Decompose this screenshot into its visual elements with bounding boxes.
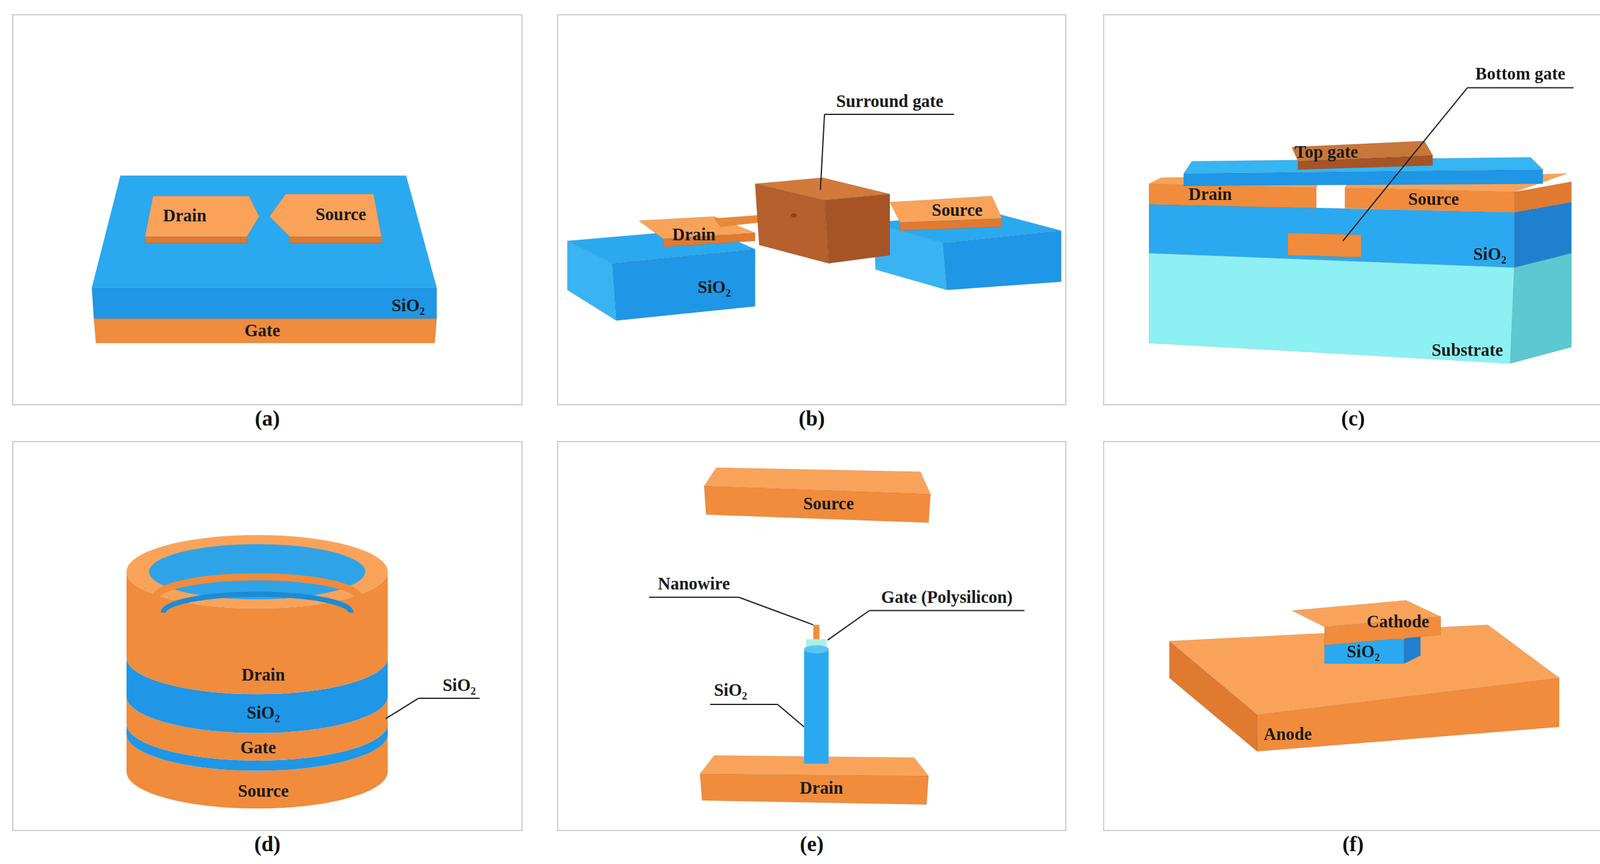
part-label: Anode xyxy=(1263,725,1313,745)
oxide-front xyxy=(91,287,437,319)
part-label: Gate (Polysilicon) xyxy=(881,588,1013,608)
part-label: SiO₂ xyxy=(246,703,280,723)
leader-line xyxy=(649,596,739,598)
leader-line xyxy=(777,704,804,727)
bottom-gate xyxy=(1287,232,1362,258)
inner-oxide-wall xyxy=(163,594,351,613)
part-label: Nanowire xyxy=(657,575,730,595)
substrate-side xyxy=(1510,253,1572,364)
leader-line xyxy=(738,597,814,625)
pillar-top xyxy=(804,644,829,653)
surround-gate-front xyxy=(755,183,829,264)
source-electrode xyxy=(269,193,382,237)
surround-gate-side xyxy=(824,193,890,264)
gate-layer xyxy=(94,318,437,343)
source-strip-front xyxy=(1345,187,1515,213)
source-plate-top xyxy=(704,467,931,494)
panel-caption: (a) xyxy=(13,406,522,433)
leader-line xyxy=(385,697,419,719)
leader-line xyxy=(710,703,778,705)
source-electrode-edge xyxy=(289,236,382,243)
part-label: Top gate xyxy=(1295,143,1359,163)
gate-bore xyxy=(790,213,797,218)
source-strip-side xyxy=(1514,181,1572,213)
part-label: SiO₂ xyxy=(1346,642,1380,662)
part-label: Source xyxy=(803,494,854,514)
oxide-top xyxy=(91,175,437,288)
ring-top xyxy=(126,534,388,609)
panel-frame: (f) xyxy=(1103,440,1600,831)
leader-line xyxy=(1342,88,1468,241)
source-electrode xyxy=(889,196,1003,223)
panel-caption: (d) xyxy=(13,831,522,858)
panel-frame: (d) xyxy=(12,440,523,831)
part-label: Gate xyxy=(244,322,280,342)
nanowire xyxy=(813,624,820,639)
part-label: Source xyxy=(932,201,983,221)
drain-strip-front xyxy=(1148,183,1317,209)
part-label: SiO₂ xyxy=(442,675,476,695)
oxide-layer-front xyxy=(1148,204,1515,268)
part-label: SiO₂ xyxy=(697,278,731,298)
part-label: Substrate xyxy=(1431,341,1504,361)
drain-electrode-edge xyxy=(144,236,247,243)
part-label: Cathode xyxy=(1366,612,1430,632)
part-label: Surround gate xyxy=(836,92,944,112)
panel-frame: (a) xyxy=(12,14,523,405)
panel-caption: (f) xyxy=(1104,831,1600,858)
drain-plate-front xyxy=(699,773,929,805)
part-label: Drain xyxy=(672,226,716,246)
part-label: SiO₂ xyxy=(391,296,425,316)
part-label: Drain xyxy=(1188,185,1233,205)
part-label: SiO₂ xyxy=(1473,245,1507,265)
pillar-top xyxy=(804,644,829,653)
leader-line xyxy=(827,609,870,640)
leader-line xyxy=(869,609,1025,611)
ring-hole xyxy=(149,543,366,599)
oxide-layer-side xyxy=(1514,202,1572,268)
leader-line xyxy=(1467,87,1574,89)
part-label: Drain xyxy=(800,779,844,799)
panel-caption: (e) xyxy=(557,831,1066,858)
part-label: Gate xyxy=(240,738,276,758)
part-label: Source xyxy=(237,782,289,802)
panel-caption: (c) xyxy=(1104,406,1600,433)
leader-line xyxy=(820,114,825,191)
leader-line xyxy=(824,113,955,115)
part-label: Source xyxy=(315,205,367,225)
part-label: SiO₂ xyxy=(713,681,747,701)
part-label: Drain xyxy=(241,666,285,686)
part-label: Source xyxy=(1408,190,1459,210)
part-label: Bottom gate xyxy=(1475,64,1566,84)
substrate-front xyxy=(1148,253,1515,364)
panel-frame: (b) xyxy=(557,14,1067,405)
panel-caption: (b) xyxy=(557,406,1066,433)
leader-line xyxy=(418,697,480,699)
part-label: Drain xyxy=(163,206,207,226)
oxide-shell-pillar xyxy=(804,649,829,764)
drain-electrode xyxy=(144,196,260,238)
